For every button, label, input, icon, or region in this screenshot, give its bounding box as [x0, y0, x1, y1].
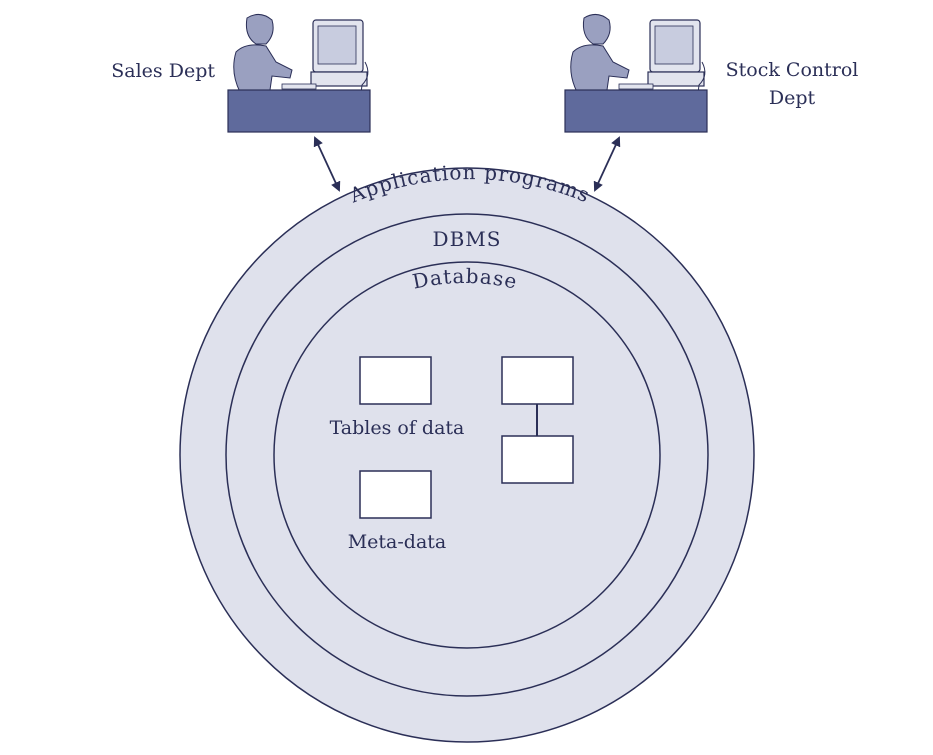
related-table-box-bottom — [501, 435, 574, 484]
sales-workstation-icon — [227, 14, 371, 133]
stock-dept-label-line2: Dept — [769, 87, 816, 109]
table-box-1 — [359, 356, 432, 405]
database-ring — [273, 261, 661, 649]
sales-dept-label: Sales Dept — [111, 60, 215, 82]
sales-arrow — [313, 136, 341, 192]
tables-of-data-label: Tables of data — [330, 417, 465, 439]
stock-workstation-icon — [564, 14, 708, 133]
dbms-label: DBMS — [433, 227, 502, 251]
stock-arrow — [593, 136, 621, 192]
related-table-box-top — [501, 356, 574, 405]
meta-data-box — [359, 470, 432, 519]
stock-dept-label-line1: Stock Control — [726, 59, 859, 81]
meta-data-label: Meta-data — [348, 531, 447, 553]
